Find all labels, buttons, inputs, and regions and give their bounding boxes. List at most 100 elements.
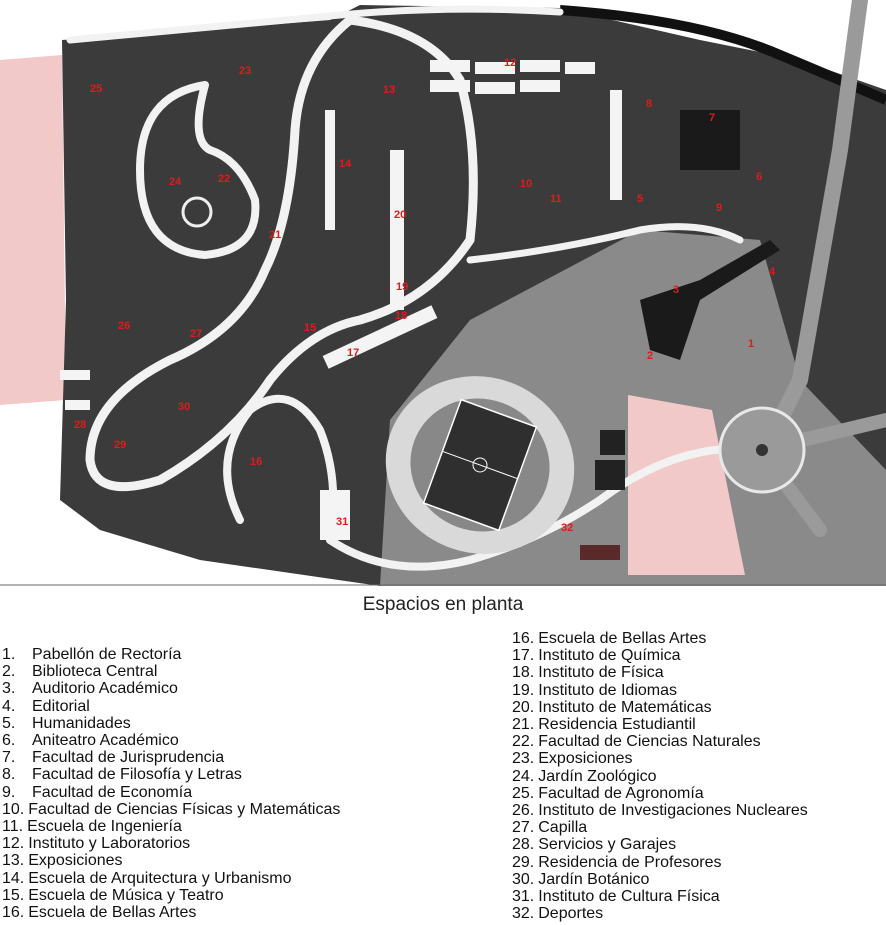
legend-item-number: 18. [512,664,535,682]
map-label-15: 15 [304,322,316,334]
highlight-area-sports [628,395,745,575]
legend-item: 10.Facultad de Ciencias Físicas y Matemá… [2,801,340,818]
legend-item: 3. Auditorio Académico [2,680,340,697]
legend-item-label: Jardín Zoológico [538,767,657,785]
legend-item-label: Servicios y Garajes [538,836,677,854]
map-label-27: 27 [190,328,202,340]
legend-item-label: Exposiciones [538,750,633,768]
legend-item-number: 5. [2,714,16,732]
legend-item: 18.Instituto de Física [512,664,808,681]
map-label-7: 7 [709,112,715,124]
legend-item-label: Instituto y Laboratorios [28,835,191,853]
legend-item-label: Facultad de Agronomía [538,784,704,802]
legend-item: 2.Biblioteca Central [2,663,340,680]
legend-item-label: Facultad de Economía [32,783,193,801]
legend-item: 28.Servicios y Garajes [512,836,808,853]
legend-item-number: 31. [512,888,535,906]
legend-item-label: Humanidades [32,714,131,732]
legend-item-number: 8. [2,766,16,784]
legend-item-number: 7. [2,749,16,767]
legend-item-number: 10. [2,800,25,818]
legend-item: 15.Escuela de Música y Teatro [2,887,340,904]
map-label-28: 28 [74,419,86,431]
map-label-9: 9 [716,202,722,214]
legend-item-label: Auditorio Académico [32,680,178,698]
map-label-8: 8 [646,98,652,110]
legend-item-label: Escuela de Arquitectura y Urbanismo [28,869,292,887]
legend-item: 19.Instituto de Idiomas [512,682,808,699]
map-label-22: 22 [218,173,230,185]
stadium [385,376,575,554]
legend-item-label: Deportes [538,905,604,923]
legend-item: 13.Exposiciones [2,852,340,869]
legend-item-label: Instituto de Idiomas [538,681,677,699]
legend-item: 25.Facultad de Agronomía [512,785,808,802]
legend-item-label: Escuela de Bellas Artes [538,630,707,647]
map-label-29: 29 [114,439,126,451]
legend-item-number: 30. [512,870,535,888]
legend-item: 16.Escuela de Bellas Artes [512,630,808,647]
legend-item: 12.Instituto y Laboratorios [2,835,340,852]
legend-item-label: Facultad de Ciencias Naturales [538,733,761,751]
legend-item-number: 17. [512,647,535,665]
map-label-1: 1 [748,338,754,350]
legend-item: 9. Facultad de Economía [2,784,340,801]
legend-item-number: 9. [2,783,16,801]
legend-item-label: Exposiciones [28,852,123,870]
legend-item-label: Jardín Botánico [538,870,650,888]
legend-item-label: Aniteatro Académico [32,732,179,750]
legend-item: 16.Escuela de Bellas Artes [2,904,340,921]
legend-item-label: Pabellón de Rectoría [32,646,182,663]
campus-site-plan: 1 2 3 4 5 6 7 8 9 10 11 12 13 14 15 16 1… [0,0,886,586]
map-label-31: 31 [336,516,348,528]
legend-item-number: 26. [512,802,535,820]
legend-item-number: 24. [512,767,535,785]
map-label-11: 11 [550,193,562,205]
legend-item-number: 6. [2,732,16,750]
legend-item: 23.Exposiciones [512,750,808,767]
map-label-12: 12 [504,57,516,69]
legend-item-label: Biblioteca Central [32,663,158,681]
legend-item-label: Residencia de Profesores [538,853,722,871]
legend-item-number: 25. [512,784,535,802]
legend-item: 31.Instituto de Cultura Física [512,888,808,905]
map-label-16: 16 [250,456,262,468]
legend-item-label: Escuela de Ingeniería [27,818,182,836]
map-label-23: 23 [239,65,251,77]
legend-item: 22.Facultad de Ciencias Naturales [512,733,808,750]
map-caption: Espacios en planta [362,594,524,615]
legend-item-label: Escuela de Música y Teatro [28,886,224,904]
legend-item-number: 27. [512,819,535,837]
legend-item-number: 19. [512,681,535,699]
legend-item-number: 29. [512,853,535,871]
legend-item-number: 32. [512,905,535,923]
map-label-21: 21 [269,229,281,241]
legend-item-label: Facultad de Jurisprudencia [32,749,225,767]
legend-item: 24.Jardín Zoológico [512,768,808,785]
map-label-4: 4 [769,266,776,278]
map-label-17: 17 [347,347,359,359]
legend-item-label: Facultad de Ciencias Físicas y Matemátic… [28,800,341,818]
legend-item: 8.Facultad de Filosofía y Letras [2,766,340,783]
building-number-labels: 1 2 3 4 5 6 7 8 9 10 11 12 13 14 15 16 1… [74,57,776,534]
map-label-26: 26 [118,320,130,332]
legend-item: 32.Deportes [512,905,808,922]
legend-item-number: 12. [2,835,25,853]
legend-item-number: 1. [2,646,16,663]
legend-item: 14.Escuela de Arquitectura y Urbanismo [2,870,340,887]
legend-item: 1. Pabellón de Rectoría [2,646,340,663]
legend-item-number: 16. [2,904,25,922]
highlight-area-west [0,55,66,405]
map-label-5: 5 [637,193,643,205]
map-label-24: 24 [169,176,182,188]
legend-item-label: Editorial [32,697,90,715]
legend-item-label: Instituto de Química [538,647,681,665]
legend-item: 6. Aniteatro Académico [2,732,340,749]
legend-item-number: 3. [2,680,16,698]
legend-item: 21.Residencia Estudiantil [512,716,808,733]
legend-item: 27.Capilla [512,819,808,836]
legend-item-number: 23. [512,750,535,768]
legend-item-number: 13. [2,852,25,870]
